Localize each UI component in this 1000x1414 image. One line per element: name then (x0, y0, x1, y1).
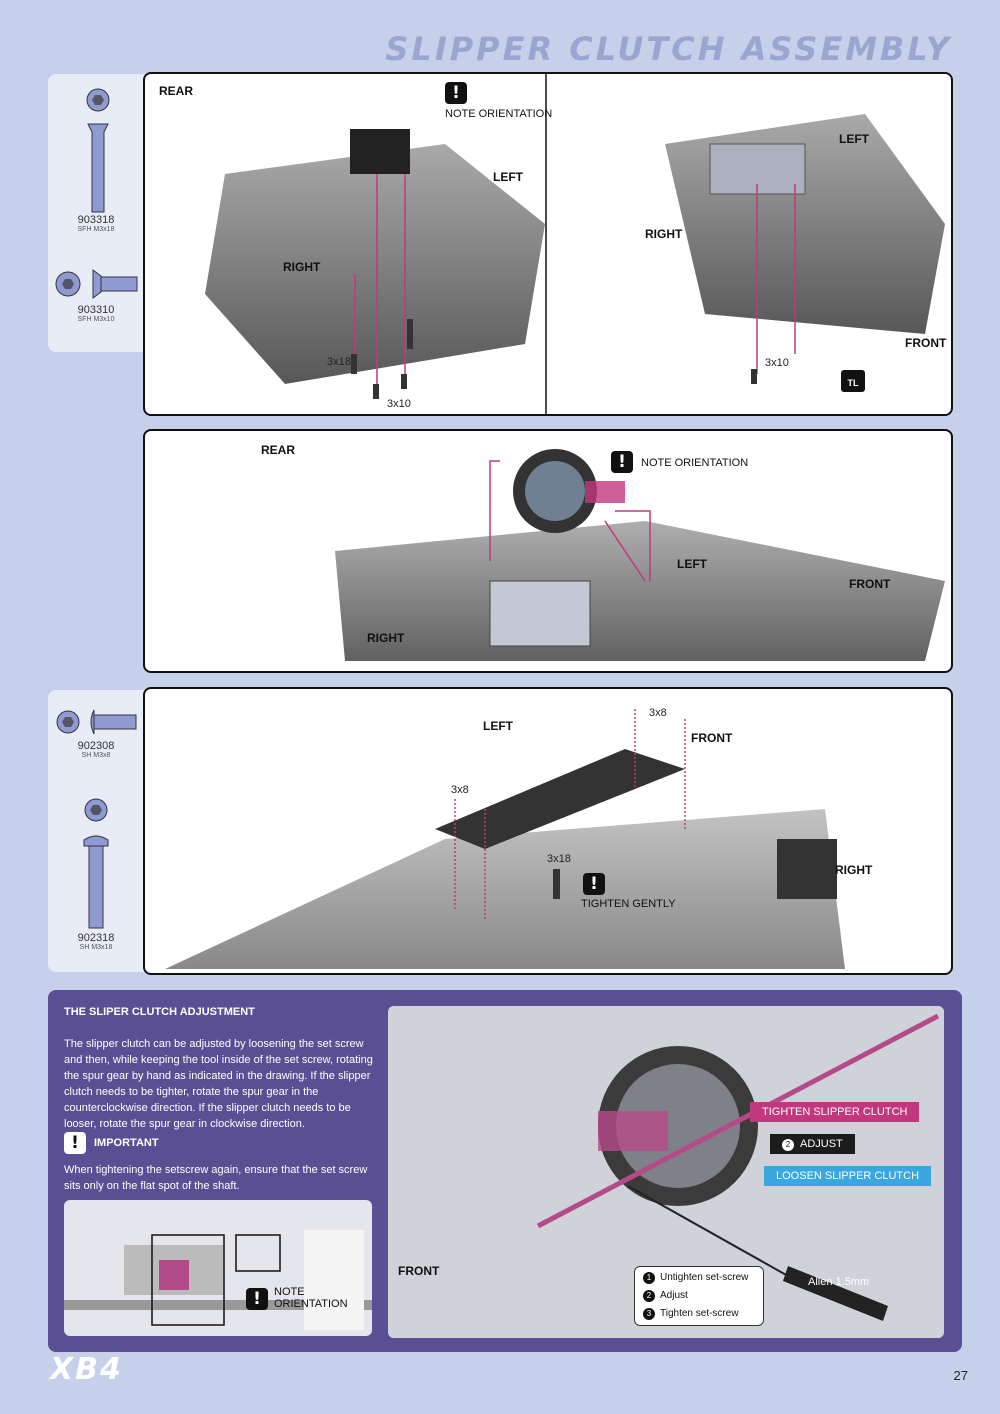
warning-icon: ! (246, 1288, 268, 1310)
screw-label: 3x8 (649, 707, 667, 719)
warning-icon: ! (64, 1132, 86, 1154)
label-right: RIGHT (283, 260, 321, 274)
important-body: When tightening the setscrew again, ensu… (64, 1164, 368, 1192)
label-right: RIGHT (645, 227, 683, 241)
adjust-label: 2 ADJUST (770, 1134, 855, 1154)
page-title: SLIPPER CLUTCH ASSEMBLY (385, 30, 952, 68)
label-left: LEFT (483, 719, 513, 733)
label-right: RIGHT (367, 631, 405, 645)
label-front: FRONT (398, 1264, 440, 1278)
label-front: FRONT (849, 577, 891, 591)
tighten-label: TIGHTEN SLIPPER CLUTCH (750, 1102, 920, 1122)
label-rear: REAR (159, 84, 194, 98)
adjust-number: 2 (782, 1139, 794, 1151)
chassis-illustration: TL (205, 74, 945, 414)
screw-label: 3x10 (387, 398, 411, 410)
tool-label: Allen 1.5mm (808, 1276, 870, 1288)
label-front: FRONT (691, 731, 733, 745)
note-orientation: NOTE ORIENTATION (641, 457, 749, 469)
step2-panel: REAR ! NOTE ORIENTATION LEFT FRONT RIGHT (143, 429, 953, 673)
adjustment-section: THE SLIPER CLUTCH ADJUSTMENT The slipper… (48, 990, 962, 1352)
label-front: FRONT (905, 336, 947, 350)
warning-icon: ! (445, 82, 467, 104)
step1-panel: TL REAR ! NOTE ORIENTATION LEFT RIGHT 3x… (143, 72, 953, 416)
note-orientation: NOTE ORIENTATION (274, 1286, 348, 1310)
tighten-gently-label: TIGHTEN GENTLY (581, 898, 676, 910)
detail-image: ! NOTE ORIENTATION (64, 1200, 372, 1336)
page-number: 27 (953, 1368, 968, 1383)
tighten-icon: ! (583, 873, 605, 895)
note-orientation: NOTE ORIENTATION (445, 108, 553, 120)
screw-label: 3x18 (327, 356, 351, 368)
label-left: LEFT (839, 132, 869, 146)
screw-icons (55, 88, 138, 299)
tool-label: TL (848, 378, 859, 388)
important-title: IMPORTANT (94, 1137, 159, 1149)
chassis-illustration (165, 709, 845, 969)
section-title: THE SLIPER CLUTCH ADJUSTMENT (64, 1006, 255, 1018)
label-left: LEFT (493, 170, 523, 184)
warning-icon: ! (611, 451, 633, 473)
screw-label: 3x8 (451, 784, 469, 796)
label-left: LEFT (677, 557, 707, 571)
adjustment-image: TIGHTEN SLIPPER CLUTCH 2 ADJUST LOOSEN SL… (388, 1006, 944, 1338)
label-right: RIGHT (835, 863, 873, 877)
step3-panel: 3x8 LEFT FRONT 3x8 3x18 ! TIGHTEN GENTLY… (143, 687, 953, 975)
adjust-text: ADJUST (800, 1138, 843, 1150)
shaft-detail (64, 1230, 372, 1330)
label-rear: REAR (261, 443, 296, 457)
section-body: The slipper clutch can be adjusted by lo… (64, 1038, 373, 1130)
screw-label: 3x18 (547, 853, 571, 865)
brand-logo: XB4 (50, 1352, 123, 1387)
loosen-label: LOOSEN SLIPPER CLUTCH (764, 1166, 932, 1186)
chassis-illustration (335, 449, 945, 661)
screw-icons (56, 709, 137, 929)
screw-label: 3x10 (765, 357, 789, 369)
